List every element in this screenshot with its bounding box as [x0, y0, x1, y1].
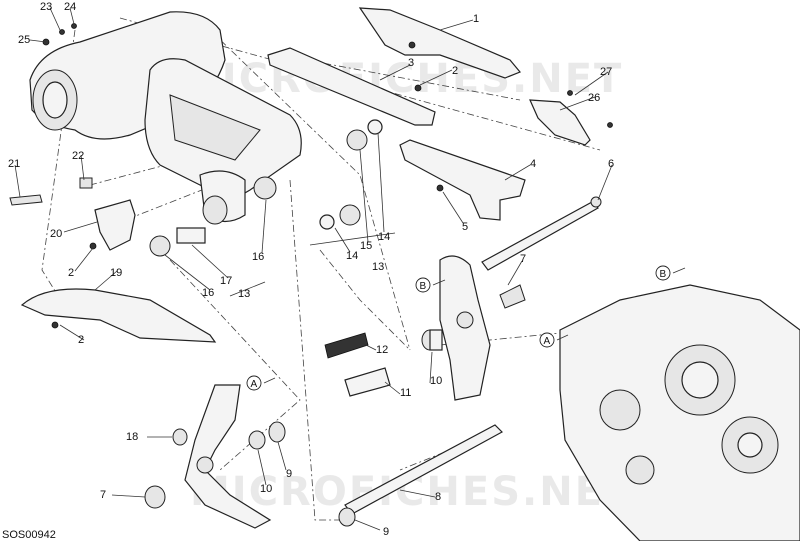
part-spacer-11 — [344, 367, 391, 397]
callout-2-bottom: 2 — [78, 334, 84, 346]
part-footpeg-bracket — [184, 384, 272, 529]
callout-10-left: 10 — [260, 483, 272, 495]
callout-23: 23 — [40, 1, 52, 13]
part-slider-12 — [324, 332, 369, 359]
drawing-code: SOS00942 — [2, 529, 56, 541]
part-chain-guard — [20, 288, 217, 343]
callout-27: 27 — [600, 66, 612, 78]
callout-9-left: 9 — [286, 468, 292, 480]
marker-a-left: A — [251, 379, 258, 390]
callout-18: 18 — [126, 431, 138, 443]
bearing-set-lower — [149, 176, 277, 257]
part-pivot-shaft — [481, 196, 602, 271]
callout-7-right: 7 — [520, 253, 526, 265]
reference-markers: B B A A — [246, 265, 686, 391]
bushings-left — [144, 421, 286, 509]
part-engine-crankcase — [559, 284, 800, 541]
bearing-set-upper — [319, 119, 383, 230]
part-bracket-20 — [94, 199, 136, 251]
callout-17: 17 — [220, 275, 232, 287]
part-bushing-10 — [421, 329, 443, 351]
callout-2-left: 2 — [68, 267, 74, 279]
callout-19: 19 — [110, 267, 122, 279]
callout-13-right: 13 — [372, 261, 384, 273]
callout-12: 12 — [376, 344, 388, 356]
part-rocker-plate — [439, 255, 491, 401]
callout-2-top: 2 — [452, 65, 458, 77]
callout-22: 22 — [72, 150, 84, 162]
callout-5: 5 — [462, 221, 468, 233]
part-chain-guide-upper — [267, 47, 436, 126]
callout-20: 20 — [50, 228, 62, 240]
callout-16-a: 16 — [252, 251, 264, 263]
callout-11: 11 — [400, 387, 411, 399]
callout-9-bottom: 9 — [383, 526, 389, 538]
callout-14-b: 14 — [378, 231, 390, 243]
part-chain-cover — [358, 7, 521, 79]
callout-8: 8 — [435, 491, 441, 503]
callout-14-a: 14 — [346, 250, 358, 262]
callout-6: 6 — [608, 158, 614, 170]
swingarm — [29, 11, 302, 225]
callout-26: 26 — [588, 92, 600, 104]
part-cover-26 — [529, 99, 591, 146]
part-chain-slider-lower — [399, 139, 526, 221]
marker-a-right: A — [544, 336, 551, 347]
marker-b-left: B — [420, 281, 427, 292]
watermark-top: MICROFICHES.NET — [180, 56, 623, 102]
callout-10-right: 10 — [430, 375, 442, 387]
leader-lines — [14, 7, 613, 531]
callout-numbers: 1 2 3 4 5 6 7 8 9 9 10 10 11 12 13 13 14… — [8, 1, 614, 538]
callout-15: 15 — [360, 240, 372, 252]
group-brackets — [229, 232, 396, 297]
callout-1: 1 — [473, 13, 479, 25]
callout-3: 3 — [408, 57, 414, 69]
callout-24: 24 — [64, 1, 76, 13]
callout-4: 4 — [530, 158, 536, 170]
callout-21: 21 — [8, 158, 20, 170]
callout-25: 25 — [18, 34, 30, 46]
fasteners — [9, 23, 613, 329]
callout-16-b: 16 — [202, 287, 214, 299]
callout-7-left: 7 — [100, 489, 106, 501]
callout-13-left: 13 — [238, 288, 250, 300]
marker-b-right: B — [660, 269, 667, 280]
part-long-shaft — [338, 424, 503, 527]
